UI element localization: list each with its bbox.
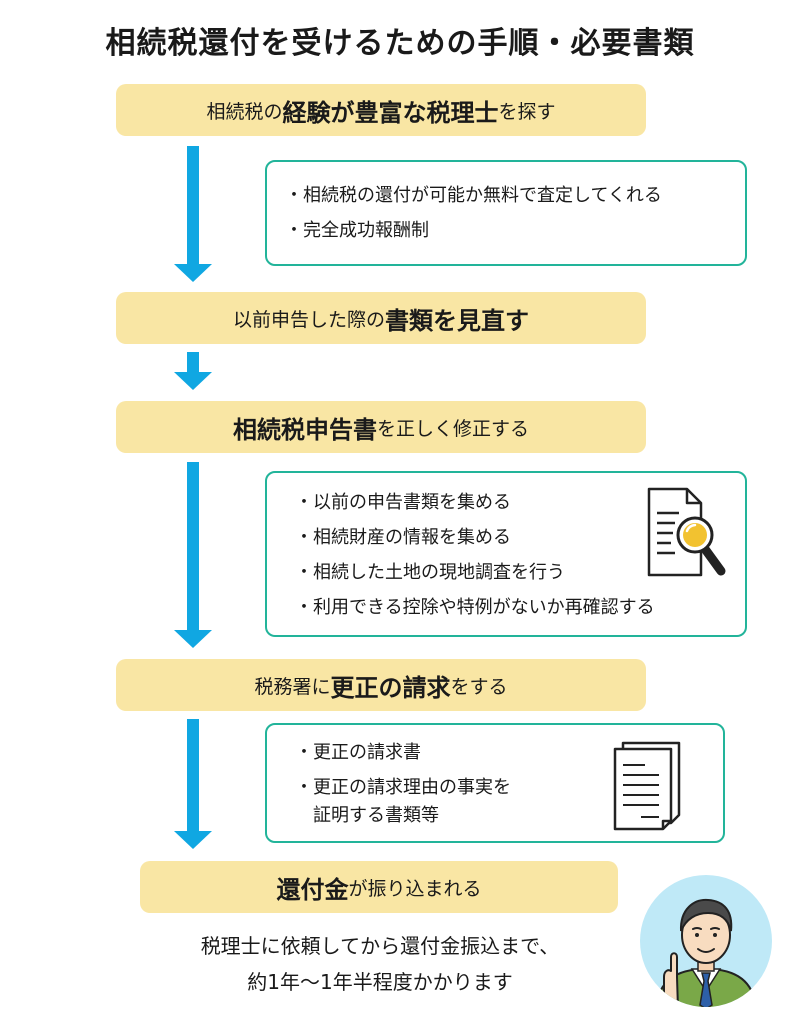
- step-3-em: 相続税申告書: [232, 415, 377, 444]
- step-2-em: 書類を見直す: [385, 306, 529, 335]
- step-2: 以前申告した際の書類を見直す: [116, 292, 646, 344]
- note-3-continuation: 証明する書類等: [313, 805, 439, 826]
- step-1-pre: 相続税の: [206, 100, 283, 123]
- step-4-post: をする: [450, 675, 508, 698]
- document-search-icon: [647, 487, 726, 577]
- note-3-item: ・更正の請求理由の事実を: [295, 777, 511, 798]
- footer-line-2: 約1年〜1年半程度かかります: [247, 970, 513, 994]
- step-4: 税務署に更正の請求をする: [116, 659, 646, 711]
- step-1-em: 経験が豊富な税理士: [282, 98, 499, 127]
- flow-arrow-4: [173, 719, 213, 849]
- note-2: ・以前の申告書類を集める ・相続財産の情報を集める ・相続した土地の現地調査を行…: [265, 471, 747, 637]
- note-1-item: ・相続税の還付が可能か無料で査定してくれる: [285, 185, 662, 206]
- tax-accountant-avatar-icon: [640, 875, 772, 1007]
- step-4-em: 更正の請求: [330, 673, 451, 702]
- step-3-post: を正しく修正する: [376, 417, 529, 440]
- step-4-pre: 税務署に: [254, 675, 331, 698]
- footer-line-1: 税理士に依頼してから還付金振込まで、: [200, 934, 560, 958]
- step-5-em: 還付金: [276, 875, 349, 904]
- flow-arrow-3: [173, 462, 213, 648]
- note-1: ・相続税の還付が可能か無料で査定してくれる ・完全成功報酬制: [265, 160, 747, 266]
- note-1-item: ・完全成功報酬制: [285, 220, 429, 241]
- footer-note: 税理士に依頼してから還付金振込まで、 約1年〜1年半程度かかります: [150, 928, 610, 1000]
- step-3: 相続税申告書を正しく修正する: [116, 401, 646, 453]
- documents-icon: [613, 741, 681, 831]
- page-title: 相続税還付を受けるための手順・必要書類: [105, 26, 695, 61]
- note-3: ・更正の請求書 ・更正の請求理由の事実を 証明する書類等: [265, 723, 725, 843]
- flow-arrow-1: [173, 146, 213, 282]
- note-2-item: ・相続財産の情報を集める: [295, 527, 511, 548]
- step-1-post: を探す: [498, 100, 556, 123]
- note-2-item: ・相続した土地の現地調査を行う: [295, 562, 565, 583]
- note-2-item: ・利用できる控除や特例がないか再確認する: [295, 597, 655, 618]
- step-5-post: が振り込まれる: [348, 877, 482, 900]
- note-2-item: ・以前の申告書類を集める: [295, 492, 511, 513]
- step-5: 還付金が振り込まれる: [140, 861, 618, 913]
- step-2-pre: 以前申告した際の: [232, 308, 385, 331]
- step-1: 相続税の経験が豊富な税理士を探す: [116, 84, 646, 136]
- flow-arrow-2: [173, 352, 213, 392]
- note-3-item: ・更正の請求書: [295, 742, 421, 763]
